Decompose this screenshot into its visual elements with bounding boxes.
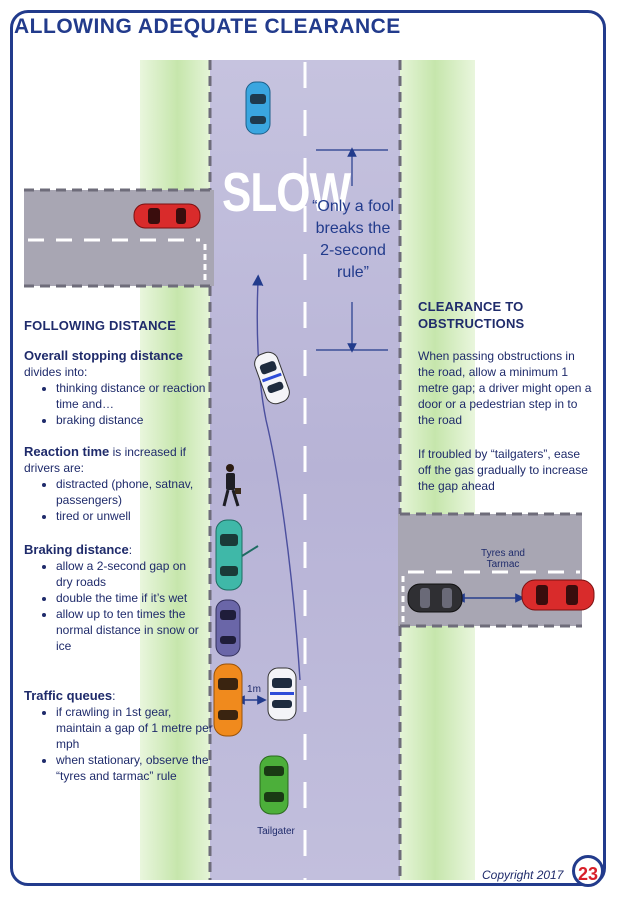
list-item: double the time if it’s wet xyxy=(56,590,204,606)
pedestrian-figure xyxy=(222,464,241,507)
braking-distance-section: Braking distance: allow a 2-second gap o… xyxy=(24,542,204,654)
list-item: if crawling in 1st gear, maintain a gap … xyxy=(56,704,214,752)
gap-label: 1m xyxy=(247,684,261,695)
stopping-distance-list: thinking distance or reaction time and… … xyxy=(24,380,214,428)
car-teal-parked xyxy=(215,519,259,591)
reaction-time-label: Reaction time xyxy=(24,444,110,459)
car-blue-ahead xyxy=(245,81,271,135)
traffic-queues-label: Traffic queues xyxy=(24,688,113,703)
tailgater-label: Tailgater xyxy=(257,826,295,837)
path-arrow xyxy=(252,274,301,681)
two-second-rule-quote: “Only a fool breaks the 2-second rule” xyxy=(312,198,394,281)
tyres-tarmac-label: Tyres and Tarmac xyxy=(481,548,525,570)
grass-verge-right xyxy=(395,60,475,880)
page-number: 23 xyxy=(572,855,604,887)
list-item: allow up to ten times the normal distanc… xyxy=(56,606,204,654)
list-item: tired or unwell xyxy=(56,508,206,524)
list-item: when stationary, observe the “tyres and … xyxy=(56,752,214,784)
slow-road-marking: SLOW xyxy=(222,162,351,224)
reaction-time-list: distracted (phone, satnav, passengers) t… xyxy=(24,476,206,524)
braking-distance-label: Braking distance xyxy=(24,542,129,557)
page-title: ALLOWING ADEQUATE CLEARANCE xyxy=(14,15,401,38)
car-black-stationary xyxy=(407,583,463,613)
following-distance-heading: FOLLOWING DISTANCE xyxy=(24,318,177,333)
traffic-queues-rest: : xyxy=(112,689,116,703)
car-green-tailgater xyxy=(259,755,289,815)
reaction-time-section: Reaction time is increased if drivers ar… xyxy=(24,444,206,524)
car-police-passing xyxy=(267,667,297,721)
stopping-distance-label: Overall stopping distance xyxy=(24,348,183,363)
clearance-paragraph-2: If troubled by “tailgaters”, ease off th… xyxy=(418,447,588,493)
list-item: distracted (phone, satnav, passengers) xyxy=(56,476,206,508)
list-item: thinking distance or reaction time and… xyxy=(56,380,214,412)
stopping-distance-rest: divides into: xyxy=(24,365,88,379)
braking-distance-rest: : xyxy=(128,543,133,557)
list-item: braking distance xyxy=(56,412,214,428)
car-red-stationary xyxy=(521,579,595,611)
traffic-queues-section: Traffic queues: if crawling in 1st gear,… xyxy=(24,688,214,784)
clearance-heading: CLEARANCE TO OBSTRUCTIONS xyxy=(418,299,525,331)
reaction-time-rest: is increased if drivers are: xyxy=(24,445,186,475)
car-orange-parked xyxy=(213,663,243,737)
traffic-queues-list: if crawling in 1st gear, maintain a gap … xyxy=(24,704,214,784)
car-police xyxy=(254,351,290,405)
list-item: allow a 2-second gap on dry roads xyxy=(56,558,204,590)
clearance-paragraph-1: When passing obstructions in the road, a… xyxy=(418,349,592,427)
car-purple-parked xyxy=(215,599,241,657)
copyright-notice: Copyright 2017 xyxy=(482,868,564,882)
braking-distance-list: allow a 2-second gap on dry roads double… xyxy=(24,558,204,654)
stopping-distance-section: Overall stopping distance divides into: … xyxy=(24,348,214,428)
car-red-side-road xyxy=(133,203,201,229)
